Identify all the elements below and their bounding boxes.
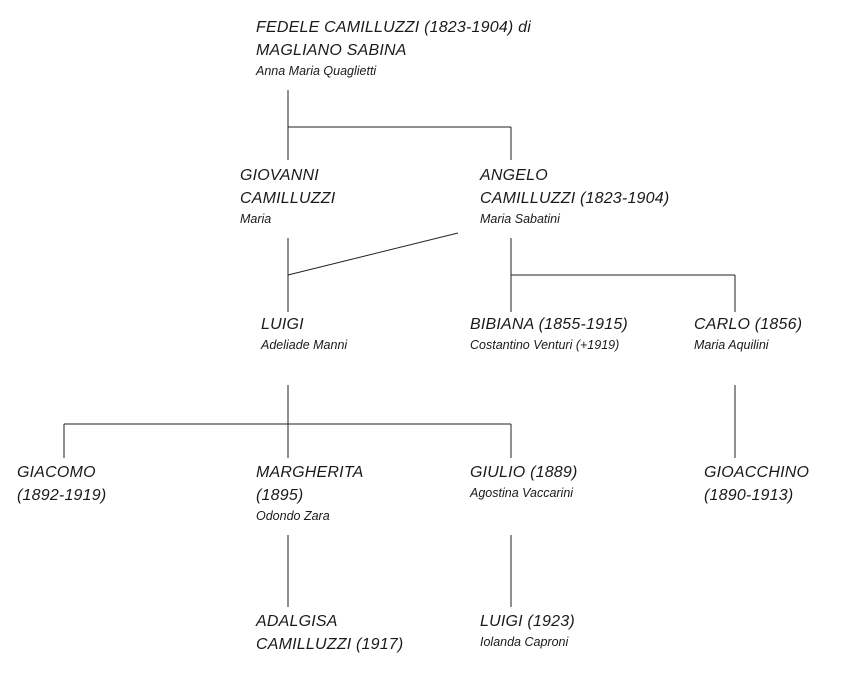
person-giovanni: GIOVANNI CAMILLUZZI Maria <box>240 164 335 227</box>
person-name-line: CARLO (1856) <box>694 316 803 333</box>
person-fedele: FEDELE CAMILLUZZI (1823-1904) di MAGLIAN… <box>256 16 531 79</box>
person-spouse: Iolanda Caproni <box>480 635 569 649</box>
person-name-line: MARGHERITA <box>256 464 364 481</box>
person-name-line: GIOVANNI <box>240 167 319 184</box>
person-spouse: Maria Aquilini <box>694 338 769 352</box>
person-spouse: Anna Maria Quaglietti <box>256 64 377 78</box>
person-giacomo: GIACOMO (1892-1919) <box>17 461 106 507</box>
person-spouse: Odondo Zara <box>256 509 330 523</box>
person-name-line: CAMILLUZZI <box>240 190 336 207</box>
person-luigi-1923: LUIGI (1923) Iolanda Caproni <box>480 610 575 650</box>
person-name-line: GIACOMO <box>17 464 96 481</box>
person-name-line: (1890-1913) <box>704 487 794 504</box>
person-name-line: (1895) <box>256 487 304 504</box>
person-gioacchino: GIOACCHINO (1890-1913) <box>704 461 809 507</box>
person-carlo: CARLO (1856) Maria Aquilini <box>694 313 802 353</box>
connector-angelo-to-luigi <box>287 232 459 276</box>
person-giulio: GIULIO (1889) Agostina Vaccarini <box>470 461 578 501</box>
person-spouse: Costantino Venturi (+1919) <box>470 338 620 352</box>
person-name-line: ANGELO <box>480 167 548 184</box>
person-luigi: LUIGI Adeliade Manni <box>261 313 347 353</box>
person-name-line: LUIGI <box>261 316 304 333</box>
person-bibiana: BIBIANA (1855-1915) Costantino Venturi (… <box>470 313 628 353</box>
person-spouse: Adeliade Manni <box>261 338 348 352</box>
person-name-line: CAMILLUZZI (1917) <box>256 636 404 653</box>
person-spouse: Maria <box>240 212 272 226</box>
person-spouse: Agostina Vaccarini <box>470 486 574 500</box>
person-name-line: BIBIANA (1855-1915) <box>470 316 628 333</box>
person-angelo: ANGELO CAMILLUZZI (1823-1904) Maria Saba… <box>480 164 669 227</box>
person-name-line: GIULIO (1889) <box>470 464 578 481</box>
person-name-line: (1892-1919) <box>17 487 107 504</box>
person-name-line: LUIGI (1923) <box>480 613 575 630</box>
person-margherita: MARGHERITA (1895) Odondo Zara <box>256 461 363 524</box>
person-name-line: FEDELE CAMILLUZZI (1823-1904) di <box>256 19 531 36</box>
person-name-line: CAMILLUZZI (1823-1904) <box>480 190 670 207</box>
person-name-line: MAGLIANO SABINA <box>256 42 407 59</box>
person-name-line: GIOACCHINO <box>704 464 810 481</box>
person-spouse: Maria Sabatini <box>480 212 560 226</box>
person-adalgisa: ADALGISA CAMILLUZZI (1917) <box>256 610 403 656</box>
person-name-line: ADALGISA <box>256 613 338 630</box>
